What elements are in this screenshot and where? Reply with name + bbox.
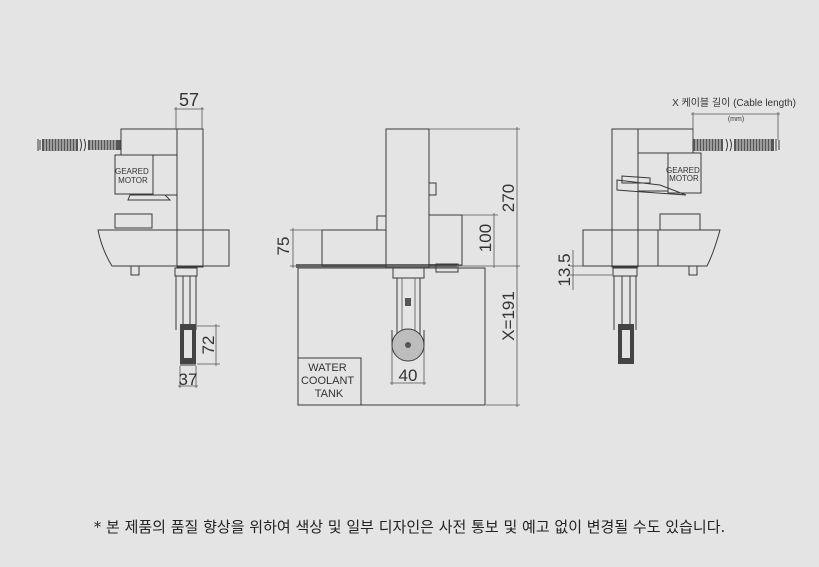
cable-unit-label: (mm) xyxy=(728,116,744,123)
cable-length-label: X 케이블 길이 (Cable length) xyxy=(672,96,796,109)
dim-tank-depth xyxy=(486,266,520,407)
footnote: * 본 제품의 품질 향상을 위하여 색상 및 일부 디자인은 사전 통보 및 … xyxy=(93,518,726,536)
dim-cable-length xyxy=(691,112,780,140)
water-tank-label: WATER COOLANT TANK xyxy=(301,362,357,400)
dim-front-blade-width-text: 40 xyxy=(399,366,418,385)
cable-left xyxy=(37,138,121,152)
dim-front-blade-width xyxy=(390,346,426,385)
cable-right xyxy=(693,138,780,152)
dim-right-offset-text: 13.5 xyxy=(555,253,574,286)
side-view-left: GEARED MOTOR 57 72 37 xyxy=(37,90,230,389)
dim-tank-depth-text: X=191 xyxy=(499,291,518,341)
dim-base-height-text: 75 xyxy=(274,237,293,256)
dim-blade-width xyxy=(178,366,198,388)
dim-blade-height-text: 72 xyxy=(199,336,218,355)
dim-blade-height xyxy=(197,324,220,366)
geared-motor-label-right: GEARED MOTOR xyxy=(666,166,702,183)
geared-motor-label-left: GEARED MOTOR xyxy=(115,167,151,185)
dim-top-width-text: 57 xyxy=(179,90,199,110)
dim-mid-height-text: 100 xyxy=(476,224,495,252)
side-view-right: GEARED MOTOR X 케이블 길이 (Cable length) (mm… xyxy=(555,96,796,364)
dim-total-height-text: 270 xyxy=(499,184,518,212)
dim-blade-width-text: 37 xyxy=(179,370,198,389)
dim-base-height xyxy=(290,228,322,268)
dim-right-offset xyxy=(570,250,612,290)
front-view: WATER COOLANT TANK 75 270 100 X=191 40 xyxy=(274,127,520,407)
dim-top-width xyxy=(174,107,204,129)
dim-total-height xyxy=(429,127,520,268)
dim-mid-height xyxy=(462,213,498,268)
